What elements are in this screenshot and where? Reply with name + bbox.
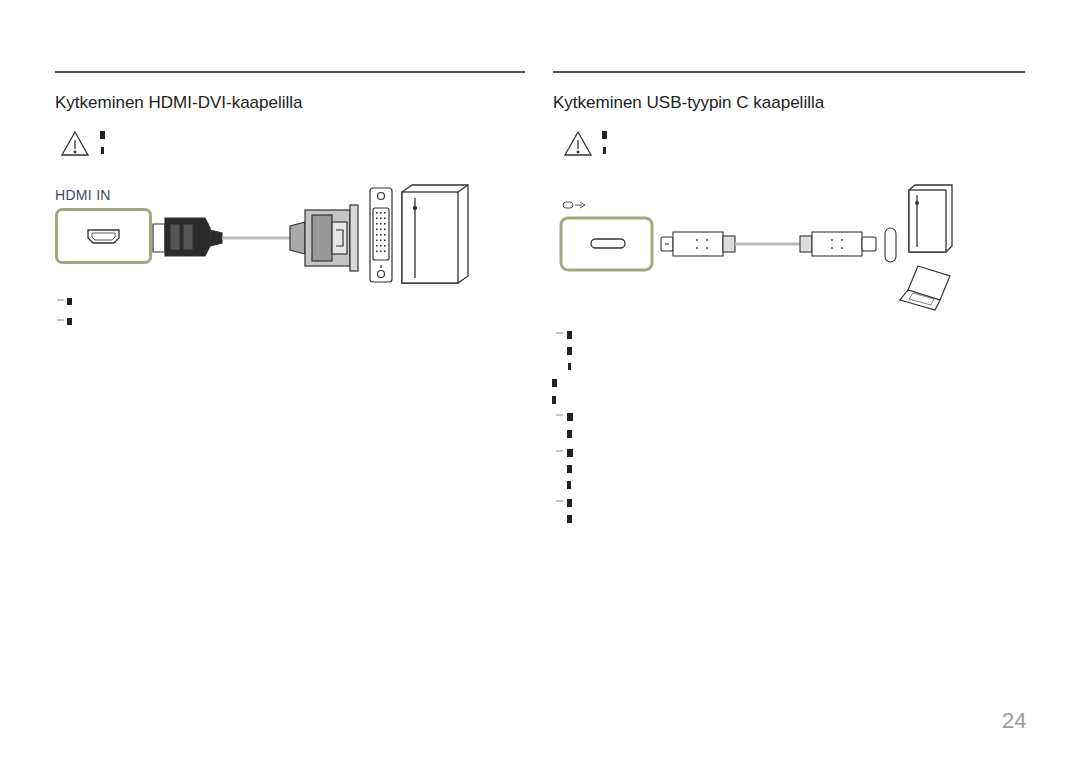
dvi-port-panel: [370, 188, 392, 282]
usb-c-cable: [661, 228, 896, 262]
hdmi-dvi-cable: [153, 205, 358, 271]
glyph-marks: [67, 131, 607, 523]
bullet-dashes: [57, 300, 563, 501]
port-box: HDMI IN: [55, 187, 152, 264]
cable-dots: [696, 239, 843, 249]
laptop: [900, 266, 950, 310]
section-rule: [553, 71, 1025, 73]
usb-c-icon: [563, 202, 585, 208]
port-label: HDMI IN: [55, 187, 152, 203]
warning-icon: [62, 132, 88, 155]
computer-tower: [909, 185, 952, 252]
usb-c-port-box: [561, 218, 652, 270]
computer-tower: [402, 185, 468, 283]
hdmi-port-icon: [58, 211, 149, 261]
page-number: 24: [1002, 708, 1026, 734]
port-outline: [55, 208, 152, 264]
section-heading: Kytkeminen HDMI-DVI-kaapelilla: [55, 93, 303, 113]
section-rule: [55, 71, 525, 73]
section-heading: Kytkeminen USB-tyypin C kaapelilla: [553, 93, 824, 113]
dvi-pins: [376, 212, 386, 252]
warning-icon: [565, 132, 591, 155]
